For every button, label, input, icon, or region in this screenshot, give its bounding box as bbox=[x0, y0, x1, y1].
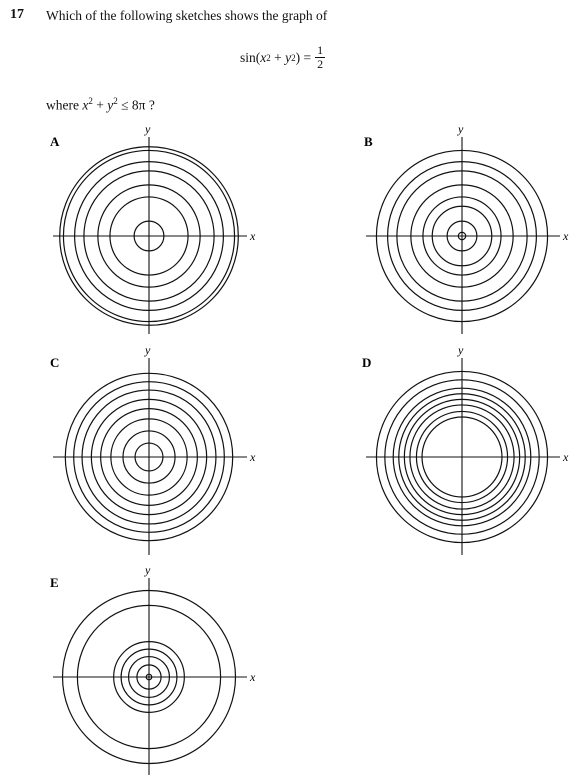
option-a-letter: A bbox=[50, 134, 60, 149]
question-text: Which of the following sketches shows th… bbox=[46, 8, 328, 23]
option-b-y-label: y bbox=[457, 122, 464, 136]
option-d-y-label: y bbox=[457, 343, 464, 357]
condition-x: x bbox=[82, 97, 89, 113]
option-d-letter: D bbox=[362, 355, 371, 370]
option-e-letter: E bbox=[50, 575, 59, 590]
option-e-y-label: y bbox=[144, 563, 151, 577]
condition-relation: ≤ 8π ? bbox=[121, 97, 155, 113]
option-a-y-label: y bbox=[144, 122, 151, 136]
option-b-x-label: x bbox=[562, 229, 569, 243]
formula-y: y bbox=[285, 49, 292, 65]
fraction: 1 2 bbox=[315, 43, 326, 71]
option-c: Cy x bbox=[50, 343, 256, 555]
option-e-x-label: x bbox=[249, 670, 256, 684]
option-a-x-label: x bbox=[249, 229, 256, 243]
option-b-letter: B bbox=[364, 134, 373, 149]
option-a: Ay x bbox=[50, 122, 256, 334]
option-c-letter: C bbox=[50, 355, 59, 370]
fraction-denominator: 2 bbox=[317, 57, 324, 71]
option-c-y-label: y bbox=[144, 343, 151, 357]
option-d-x-label: x bbox=[562, 450, 569, 464]
option-c-x-label: x bbox=[249, 450, 256, 464]
condition-prefix: where bbox=[46, 97, 79, 113]
formula-equals: = bbox=[303, 49, 312, 65]
question-number: 17 bbox=[10, 7, 24, 22]
option-e: Ey x bbox=[50, 563, 256, 775]
option-d: Dy x bbox=[362, 343, 569, 555]
fraction-numerator: 1 bbox=[315, 43, 326, 58]
condition: where x2 + y2 ≤ 8π ? bbox=[46, 96, 155, 113]
condition-y: y bbox=[107, 97, 114, 113]
formula-x: x bbox=[260, 49, 267, 65]
sin-function: sin bbox=[240, 49, 256, 65]
option-b: By x bbox=[364, 122, 569, 334]
